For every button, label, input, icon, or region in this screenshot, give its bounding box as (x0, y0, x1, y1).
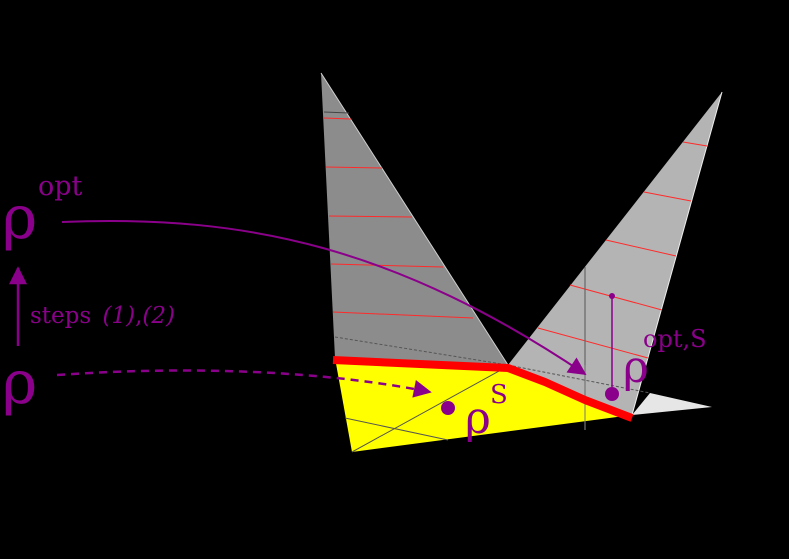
svg-text:S: S (490, 380, 508, 410)
red-boundary-curve (332, 356, 634, 422)
rho-S-point (441, 401, 455, 415)
label-rho: ρ (2, 348, 37, 418)
rho-to-rhoS-arrow (56, 369, 432, 398)
cone-tip-shading (632, 393, 712, 415)
opt-point-small (609, 293, 615, 299)
left-cone-surface (320, 72, 509, 366)
svg-text:steps (1),(2): steps (1),(2) (30, 303, 175, 329)
opt-to-optS-arrow (61, 219, 587, 376)
label-steps: steps (1),(2) (30, 303, 175, 329)
svg-text:opt,S: opt,S (643, 325, 707, 353)
right-cone-surface (507, 91, 723, 430)
svg-text:ρ: ρ (2, 183, 37, 253)
svg-text:ρ: ρ (623, 342, 649, 393)
svg-text:ρ: ρ (465, 393, 491, 444)
svg-text:ρ: ρ (2, 348, 37, 418)
label-rho-opt-S: ρ opt,S (623, 325, 707, 393)
label-rho-opt: ρ opt (2, 171, 83, 253)
svg-text:opt: opt (38, 171, 83, 202)
left-level-lines (323, 117, 474, 319)
right-level-lines (537, 141, 708, 359)
rho-opt-S-point (605, 387, 619, 401)
label-rho-S: ρ S (465, 380, 508, 444)
